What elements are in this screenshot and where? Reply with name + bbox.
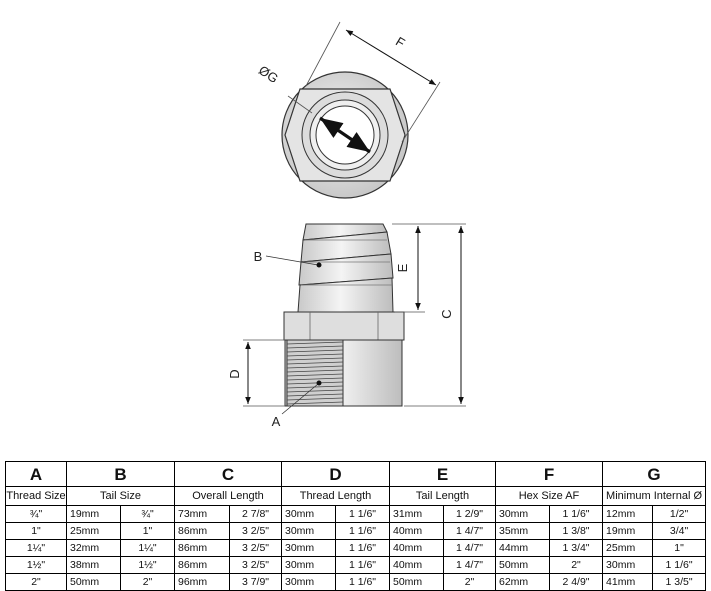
label-a: A	[272, 414, 281, 429]
table-cell: 2 7/8"	[229, 505, 282, 523]
table-cell: 30mm	[281, 522, 336, 540]
letter-a: A	[5, 461, 67, 487]
header-tail-length: Tail Length	[389, 486, 496, 506]
specification-table: A B C D E F G Thread Size Tail Size Over…	[5, 461, 707, 591]
table-cell: 1½"	[120, 556, 175, 574]
fitting-drawing: F ØG B E C D A	[227, 21, 466, 429]
table-cell: 1 3/4"	[548, 539, 604, 557]
table-row: 1½" 38mm 1½" 86mm 3 2/5" 30mm 1 1/6" 40m…	[5, 556, 707, 574]
table-cell: 12mm	[602, 505, 654, 523]
table-cell: 2"	[548, 556, 604, 574]
table-cell: 50mm	[495, 556, 550, 574]
table-cell: ¾"	[120, 505, 175, 523]
table-cell: 1 2/9"	[443, 505, 496, 523]
table-cell: 86mm	[174, 539, 230, 557]
label-b: B	[254, 249, 263, 264]
header-hex-size: Hex Size AF	[494, 486, 604, 506]
table-cell: 1 1/6"	[548, 505, 604, 523]
header-thread-size: Thread Size	[5, 486, 67, 506]
table-cell: 1"	[120, 522, 175, 540]
leader-dot-b	[316, 262, 322, 268]
table-row: 1¼" 32mm 1¼" 86mm 3 2/5" 30mm 1 1/6" 40m…	[5, 539, 707, 557]
table-cell: 40mm	[389, 556, 444, 574]
table-cell: 3 2/5"	[229, 539, 282, 557]
table-cell: 30mm	[281, 539, 336, 557]
table-cell: 1/2"	[652, 505, 707, 523]
table-cell: 1 1/6"	[335, 522, 390, 540]
table-cell: 3/4"	[652, 522, 707, 540]
table-cell: 1 1/6"	[652, 556, 707, 574]
table-cell: 30mm	[281, 505, 336, 523]
table-cell: 1 4/7"	[443, 556, 496, 574]
table-cell: 25mm	[66, 522, 121, 540]
table-cell: 32mm	[66, 539, 121, 557]
table-cell: 1 3/8"	[548, 522, 604, 540]
table-cell: 19mm	[66, 505, 121, 523]
table-cell: 1 1/6"	[335, 539, 390, 557]
label-c: C	[439, 309, 454, 318]
table-cell: 1½"	[5, 556, 67, 574]
table-cell: 3 2/5"	[229, 556, 282, 574]
column-letter-row: A B C D E F G	[5, 461, 707, 487]
letter-c: C	[174, 461, 282, 487]
table-cell: 35mm	[495, 522, 550, 540]
table-cell: 30mm	[281, 556, 336, 574]
table-cell: 1 4/7"	[443, 539, 496, 557]
letter-e: E	[389, 461, 496, 487]
letter-f: F	[494, 461, 604, 487]
table-cell: 19mm	[602, 522, 654, 540]
table-cell: 30mm	[602, 556, 654, 574]
header-thread-length: Thread Length	[281, 486, 390, 506]
letter-d: D	[281, 461, 390, 487]
column-name-row: Thread Size Tail Size Overall Length Thr…	[5, 486, 707, 506]
table-cell: 1¼"	[120, 539, 175, 557]
table-cell: 1"	[652, 539, 707, 557]
table-cell: 1"	[5, 522, 67, 540]
header-overall-length: Overall Length	[174, 486, 282, 506]
label-e: E	[395, 263, 410, 272]
table-cell: ¾"	[5, 505, 67, 523]
table-cell: 86mm	[174, 522, 230, 540]
letter-b: B	[66, 461, 175, 487]
header-tail-size: Tail Size	[66, 486, 175, 506]
table-cell: 1 1/6"	[335, 556, 390, 574]
label-d: D	[227, 369, 242, 378]
label-f: F	[393, 34, 408, 51]
leader-dot-a	[316, 380, 322, 386]
table-cell: 38mm	[66, 556, 121, 574]
end-view	[281, 21, 441, 199]
table-cell: 86mm	[174, 556, 230, 574]
table-cell: 1¼"	[5, 539, 67, 557]
table-cell: 25mm	[602, 539, 654, 557]
dimension-f-line	[345, 29, 437, 86]
table-cell: 44mm	[495, 539, 550, 557]
table-cell: 3 2/5"	[229, 522, 282, 540]
table-cell: 40mm	[389, 522, 444, 540]
table-cell: 30mm	[495, 505, 550, 523]
header-min-internal: Minimum Internal Ø	[602, 486, 707, 506]
table-cell: 1 4/7"	[443, 522, 496, 540]
dimension-g-line	[319, 116, 371, 154]
table-cell: 73mm	[174, 505, 230, 523]
table-cell: 31mm	[389, 505, 444, 523]
table-cell: 40mm	[389, 539, 444, 557]
letter-g: G	[602, 461, 707, 487]
table-row: ¾" 19mm ¾" 73mm 2 7/8" 30mm 1 1/6" 31mm …	[5, 505, 707, 523]
side-view	[243, 223, 466, 415]
table-cell: 1 1/6"	[335, 505, 390, 523]
label-g: ØG	[256, 62, 281, 86]
table-row: 1" 25mm 1" 86mm 3 2/5" 30mm 1 1/6" 40mm …	[5, 522, 707, 540]
